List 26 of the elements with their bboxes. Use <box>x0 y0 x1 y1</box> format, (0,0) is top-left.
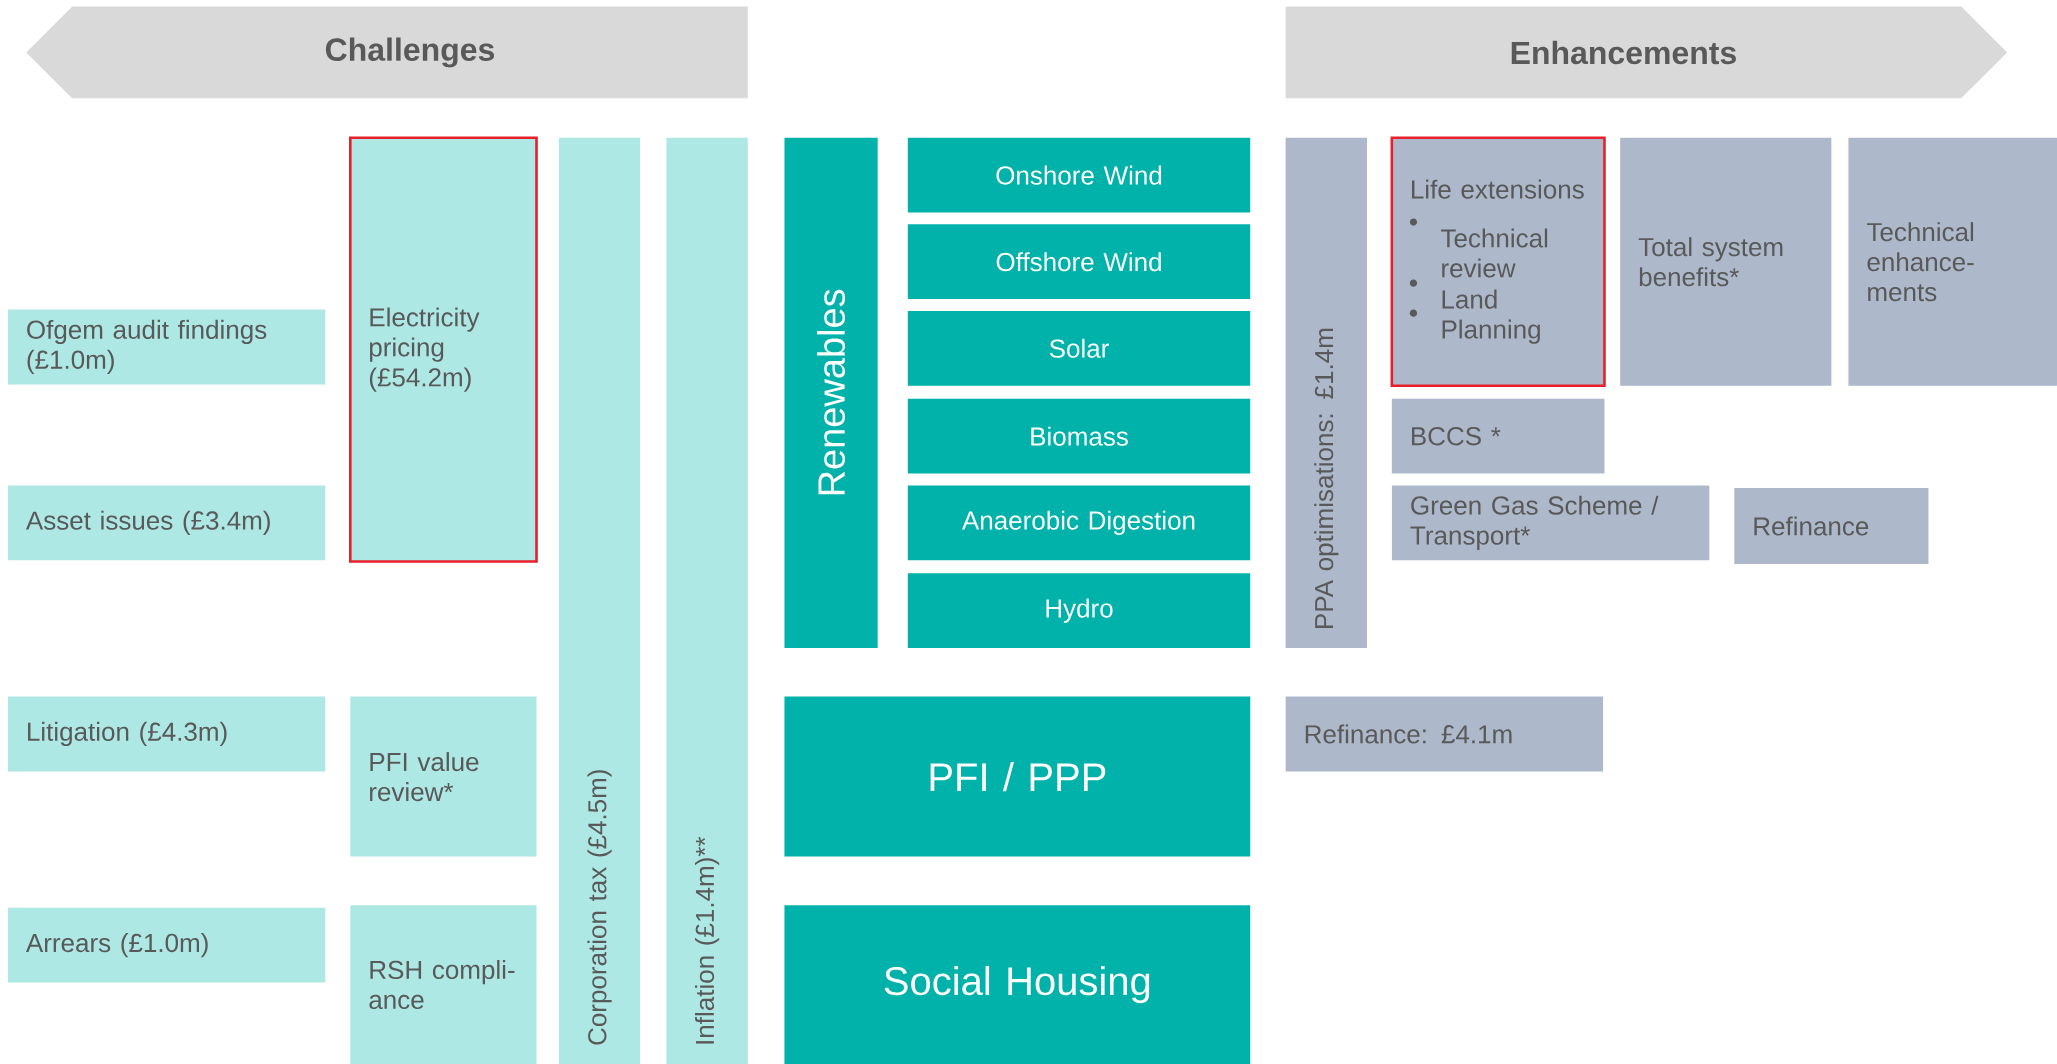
sector-box: Solar <box>907 310 1251 386</box>
sector-box: Onshore Wind <box>907 137 1251 213</box>
challenge-box: PFI value review* <box>350 696 537 857</box>
enhancement-box: Technical enhance-ments <box>1848 137 2057 386</box>
challenge-box: Ofgem audit findings (£1.0m) <box>7 309 326 385</box>
challenge-box: Litigation (£4.3m) <box>7 696 326 772</box>
challenge-box: Arrears (£1.0m) <box>7 907 326 983</box>
sector-box: Hydro <box>907 573 1251 649</box>
challenge-box: RSH compli-ance <box>350 905 537 1064</box>
sector-box: Renewables <box>784 137 878 649</box>
enhancement-box: Refinance: £4.1m <box>1285 696 1604 772</box>
enhancement-box: Green Gas Scheme / Transport* <box>1391 485 1710 561</box>
enhancement-box: Refinance <box>1734 488 1929 565</box>
challenge-box: Electricity pricing (£54.2m) <box>349 136 538 563</box>
enhancement-box: Total system benefits* <box>1620 137 1832 386</box>
enhancement-box: PPA optimisations: £1.4m <box>1285 137 1367 649</box>
enhancement-box: Life extensions Technical review Land Planning <box>1390 136 1606 388</box>
sector-box: Offshore Wind <box>907 224 1251 300</box>
challenge-box: Asset issues (£3.4m) <box>7 485 326 561</box>
sector-box: PFI / PPP <box>784 696 1251 857</box>
enhancement-box: BCCS * <box>1391 398 1605 474</box>
sector-box: Biomass <box>907 398 1251 474</box>
challenge-box: Inflation (£1.4m)** <box>666 137 748 1064</box>
challenge-box: Corporation tax (£4.5m) <box>558 137 641 1064</box>
sector-box: Social Housing <box>784 905 1251 1064</box>
sector-box: Anaerobic Digestion <box>907 485 1251 561</box>
